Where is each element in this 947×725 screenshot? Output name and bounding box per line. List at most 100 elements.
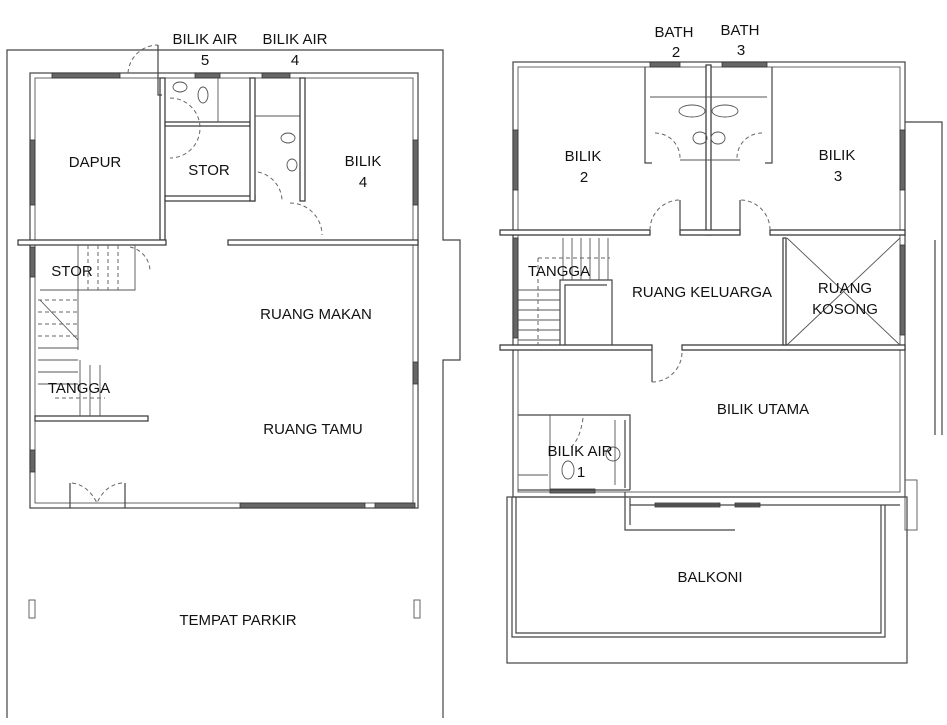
door-swing xyxy=(736,132,763,159)
label-stor-2: STOR xyxy=(51,263,93,280)
label-bilik-utama: BILIK UTAMA xyxy=(717,401,809,418)
sink-icon xyxy=(286,158,298,172)
wall xyxy=(34,415,149,422)
window xyxy=(899,244,906,336)
label-bilik-4: BILIK xyxy=(345,153,382,170)
wall xyxy=(679,229,741,236)
site-boundary xyxy=(6,49,461,718)
window xyxy=(29,139,36,206)
label-ruang-kosong-line2: KOSONG xyxy=(812,301,878,318)
door-swing xyxy=(651,351,683,383)
label-ruang-keluarga: RUANG KELUARGA xyxy=(632,284,772,301)
label-tangga: TANGGA xyxy=(528,263,590,280)
wall xyxy=(769,229,906,236)
void-cross xyxy=(786,237,901,346)
window xyxy=(51,72,121,79)
label-bilik-2-number: 2 xyxy=(580,169,588,186)
label-bilik-4-number: 4 xyxy=(359,174,367,191)
toilet-icon xyxy=(197,86,209,104)
wall xyxy=(705,64,712,236)
door-swing xyxy=(569,417,584,449)
door-swing xyxy=(71,482,123,505)
label-bath-3-number: 3 xyxy=(737,42,745,59)
label-bilik-air-5: BILIK AIR xyxy=(172,31,237,48)
wall xyxy=(17,239,167,246)
door-swing xyxy=(739,199,771,231)
pillar xyxy=(413,599,421,619)
entrance-door xyxy=(69,483,126,508)
window xyxy=(549,488,596,494)
window xyxy=(412,361,419,385)
label-ruang-tamu: RUANG TAMU xyxy=(263,421,362,438)
window xyxy=(721,61,768,68)
label-bilik-air-4-number: 4 xyxy=(291,52,299,69)
wall xyxy=(249,77,256,202)
wall xyxy=(518,415,616,490)
door-swing xyxy=(289,202,323,236)
toilet-icon xyxy=(280,132,296,144)
staircase xyxy=(38,245,136,416)
window xyxy=(194,72,221,79)
sink-icon xyxy=(678,104,706,118)
label-bilik-air-1-number: 1 xyxy=(577,464,585,481)
toilet-icon xyxy=(692,131,708,145)
window xyxy=(29,449,36,473)
label-bath-2-number: 2 xyxy=(672,44,680,61)
wall xyxy=(227,239,419,246)
toilet-icon xyxy=(710,131,726,145)
label-tempat-parkir: TEMPAT PARKIR xyxy=(179,612,296,629)
pillar xyxy=(28,599,36,619)
label-bilik-air-5-number: 5 xyxy=(201,52,209,69)
ground-outer-wall xyxy=(29,72,419,509)
label-stor: STOR xyxy=(188,162,230,179)
label-ruang-makan: RUANG MAKAN xyxy=(260,306,372,323)
ground-inner-wall-line xyxy=(34,77,414,504)
wall xyxy=(164,195,256,202)
label-dapur: DAPUR xyxy=(69,154,122,171)
label-bilik-2: BILIK xyxy=(565,148,602,165)
wall xyxy=(518,414,631,491)
sink-icon xyxy=(711,104,739,118)
label-bilik-air-1: BILIK AIR xyxy=(547,443,612,460)
wall xyxy=(299,77,306,202)
window xyxy=(29,246,36,278)
wall xyxy=(681,344,906,351)
shower-icon xyxy=(605,446,621,462)
ledge xyxy=(904,479,918,531)
window xyxy=(899,129,906,191)
door-swing xyxy=(654,132,681,159)
label-bath-2: BATH xyxy=(655,24,694,41)
label-ruang-kosong: RUANG xyxy=(818,280,872,297)
wall xyxy=(159,77,166,241)
window xyxy=(512,237,519,339)
window xyxy=(261,72,291,79)
window xyxy=(512,129,519,191)
label-bath-3: BATH xyxy=(721,22,760,39)
balcony-parapet xyxy=(511,497,886,638)
balcony-parapet-inner xyxy=(515,497,882,634)
wall xyxy=(164,121,251,127)
label-bilik-3-number: 3 xyxy=(834,168,842,185)
sink-icon xyxy=(172,81,188,93)
window xyxy=(374,502,416,509)
staircase xyxy=(518,238,613,345)
wall xyxy=(782,237,787,346)
label-tangga: TANGGA xyxy=(48,380,110,397)
window xyxy=(412,139,419,206)
door-swing xyxy=(129,246,151,273)
toilet-icon xyxy=(561,460,575,480)
door xyxy=(157,45,162,96)
window xyxy=(649,61,681,68)
wall xyxy=(499,229,651,236)
first-floor-plan: BATH 2 BATH 3 BILIK 2 BILIK 3 TANGGA RUA… xyxy=(499,22,943,664)
label-bilik-3: BILIK xyxy=(819,147,856,164)
label-bilik-air-4: BILIK AIR xyxy=(262,31,327,48)
door-swing xyxy=(649,199,681,231)
door-swing xyxy=(169,97,201,159)
door-swing xyxy=(257,171,283,201)
wall xyxy=(499,344,653,351)
wall xyxy=(679,200,741,235)
wall xyxy=(624,492,735,531)
wall xyxy=(644,67,773,164)
